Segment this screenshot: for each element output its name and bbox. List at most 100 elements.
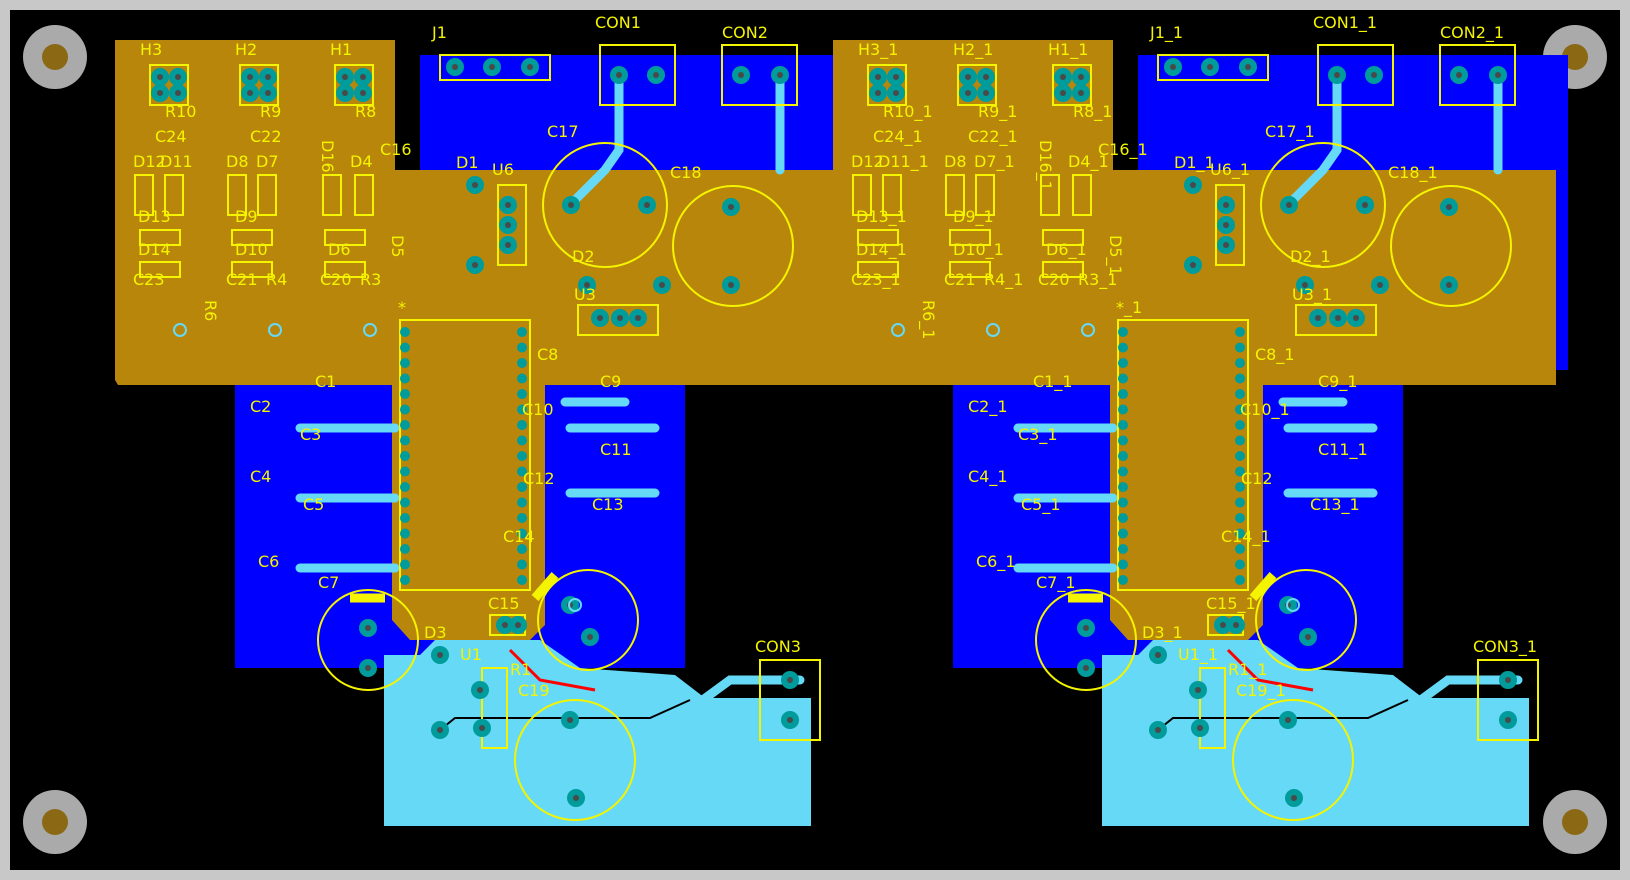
diode-outline [231,229,273,246]
header-outline [867,64,907,106]
silkscreen-label-c11: C11_1 [1318,440,1368,460]
silkscreen-label-c6: C6_1 [976,552,1016,572]
silkscreen-label-c16: C16_1 [1098,140,1148,160]
c14-outline [537,569,639,671]
ic-pin [400,342,410,353]
pad-hole [1155,727,1161,733]
silkscreen-label-c9: C9_1 [1318,372,1358,392]
silkscreen-label-c19: C19_1 [1236,681,1286,701]
silkscreen-label-d10: D10_1 [953,240,1004,260]
con3-outline [1477,659,1539,741]
pad-hole [983,90,989,96]
c18-outline [1390,185,1512,307]
silkscreen-label-d4: D4_1 [1068,152,1109,172]
silkscreen-label-c20: C20 [320,270,352,289]
silkscreen-label-r3: R3 [360,270,381,289]
header-outline [239,64,279,106]
silkscreen-label-c1: C1_1 [1033,372,1073,392]
silkscreen-label-c1: C1 [315,372,336,391]
via [173,323,187,337]
diode-outline [949,229,991,246]
pad-hole [738,72,744,78]
silkscreen-label-d8: D8 [226,152,249,171]
track-con3 [695,675,805,707]
pad-hole [1285,717,1291,723]
pad-hole [965,74,971,80]
ic-pin [1235,342,1245,353]
ic-pin [400,451,410,461]
pad-hole [157,90,163,96]
silkscreen-label-c14: C14_1 [1221,527,1271,547]
pad-hole [472,262,478,268]
pad-hole [360,74,366,80]
track-red [1226,648,1314,692]
silkscreen-label-d9: D9 [235,207,258,226]
pad-hole [584,282,590,288]
silkscreen-label-d10: D10 [235,240,268,259]
via [986,323,1000,337]
ground-plane [1102,640,1529,826]
pad-hole [1456,72,1462,78]
pad-hole [1353,315,1359,321]
con1-outline [599,44,676,106]
c17-outline [1260,142,1386,268]
diode-outline [322,174,342,216]
c7-outline [317,589,419,691]
silkscreen-label-d14: D14_1 [856,240,907,260]
ic-pin [400,404,410,415]
pad-hole [1190,262,1196,268]
silkscreen-label-h2: H2 [235,40,257,59]
pad-hole [644,202,650,208]
silkscreen-label-con3: CON3_1 [1473,637,1537,657]
ic-pin [400,497,410,508]
header-outline [1052,64,1092,106]
ic-pin [1235,575,1245,585]
pad-hole [1155,652,1161,658]
track-yellow-right [531,572,559,601]
pad-hole [247,74,253,80]
silkscreen-label-d9: D9_1 [953,207,994,227]
pad-hole [472,182,478,188]
silkscreen-label-c7: C7 [318,573,339,592]
ic-pin [1118,389,1128,399]
u3-outline [577,304,659,336]
u1-outline [481,667,508,749]
diode-outline [324,229,366,246]
pad-hole [893,74,899,80]
ic-pin [1118,544,1128,554]
ic-pin [1118,435,1128,446]
track-black-1 [439,699,691,731]
silkscreen-label-c2: C2 [250,397,271,416]
ic-pin [517,404,527,415]
silkscreen-label-c5: C5 [303,495,324,514]
silkscreen-label-c6: C6 [258,552,279,571]
pad-hole [477,687,483,693]
pad-hole [965,90,971,96]
silkscreen-label-d16: D16 [318,140,337,173]
ic-pin [517,358,527,368]
silkscreen-label-c23: C23_1 [851,270,901,290]
u6-outline [497,184,527,266]
pad-hole [1302,282,1308,288]
pad-hole [1207,64,1213,70]
j1-outline [439,54,551,81]
ic-pin [517,544,527,554]
u3-outline [1295,304,1377,336]
con2-outline [721,44,798,106]
silkscreen-label-c10: C10_1 [1240,400,1290,420]
ic-pin [1235,466,1245,477]
silkscreen-label-r3: R3_1 [1078,270,1117,290]
pad-hole [573,795,579,801]
silkscreen-label-c15: C15_1 [1206,594,1256,614]
ic-pin [1118,327,1128,337]
diode-outline [1042,229,1084,246]
ic-pin [1235,373,1245,384]
ground-plane [384,640,811,826]
silkscreen-label-r1: R1_1 [1228,660,1267,680]
ic-pin [1118,420,1128,430]
silkscreen-label-c12: C12 [523,469,555,488]
pad-hole [1377,282,1383,288]
silkscreen-label-d8: D8 [944,152,967,171]
silkscreen-label-c22: C22_1 [968,127,1018,147]
ic-pin [517,435,527,446]
